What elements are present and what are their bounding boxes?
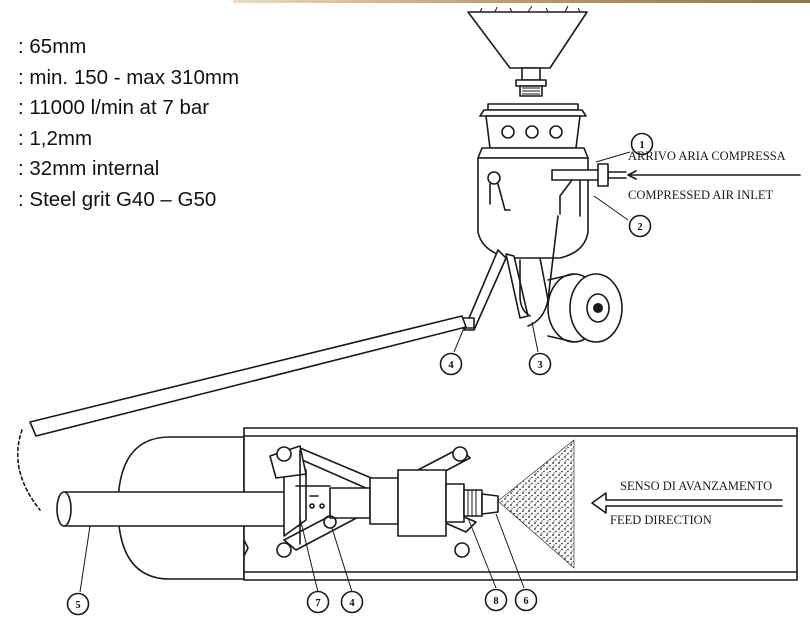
callout-6: 6 bbox=[495, 513, 538, 612]
spec-list: : 65mm : min. 150 - max 310mm : 11000 l/… bbox=[18, 32, 239, 216]
air-inlet-pipe bbox=[607, 171, 627, 179]
callout-5: 5 bbox=[66, 525, 91, 616]
spec-abrasive: : Steel grit G40 – G50 bbox=[18, 187, 217, 211]
nozzle bbox=[481, 493, 499, 515]
air-inlet-label-it: ARRIVO ARIA COMPRESSA bbox=[628, 149, 786, 163]
feed-arrow bbox=[591, 492, 783, 514]
callout-2: 2 bbox=[593, 195, 652, 238]
top-band bbox=[233, 0, 810, 3]
hopper-funnel bbox=[467, 11, 588, 69]
svg-text:5: 5 bbox=[75, 600, 80, 611]
svg-text:4: 4 bbox=[349, 598, 355, 609]
spray-cone bbox=[497, 439, 575, 569]
svg-text:8: 8 bbox=[493, 596, 498, 607]
spec-hose: : 32mm internal bbox=[18, 157, 160, 181]
callout-4-upper: 4 bbox=[439, 327, 465, 376]
svg-text:4: 4 bbox=[448, 360, 454, 371]
spec-diameter: : 65mm bbox=[18, 35, 87, 58]
svg-text:6: 6 bbox=[523, 596, 528, 607]
pressure-vessel bbox=[477, 157, 589, 259]
callout-1: 1 bbox=[595, 132, 654, 163]
svg-text:7: 7 bbox=[315, 598, 320, 609]
callout-4-lower: 4 bbox=[331, 527, 364, 614]
feed-label-en: FEED DIRECTION bbox=[610, 513, 712, 527]
air-inlet-arrow bbox=[627, 170, 801, 180]
blast-hose bbox=[16, 315, 467, 511]
callout-7: 7 bbox=[299, 517, 330, 614]
svg-text:1: 1 bbox=[639, 140, 644, 151]
air-inlet-label-en: COMPRESSED AIR INLET bbox=[628, 188, 774, 202]
feed-label-it: SENSO DI AVANZAMENTO bbox=[620, 479, 772, 493]
spec-pipe-range: : min. 150 - max 310mm bbox=[18, 65, 240, 89]
svg-text:2: 2 bbox=[637, 222, 642, 233]
svg-text:3: 3 bbox=[537, 360, 542, 371]
callout-8: 8 bbox=[467, 517, 508, 612]
supply-hose bbox=[63, 491, 301, 527]
spec-air-consumption: : 11000 l/min at 7 bar bbox=[18, 96, 210, 120]
pot-legs bbox=[463, 249, 507, 331]
spec-nozzle: : 1,2mm bbox=[18, 126, 93, 150]
callout-3: 3 bbox=[528, 321, 552, 376]
pipe-section bbox=[56, 427, 798, 581]
blasting-pot bbox=[459, 5, 627, 343]
